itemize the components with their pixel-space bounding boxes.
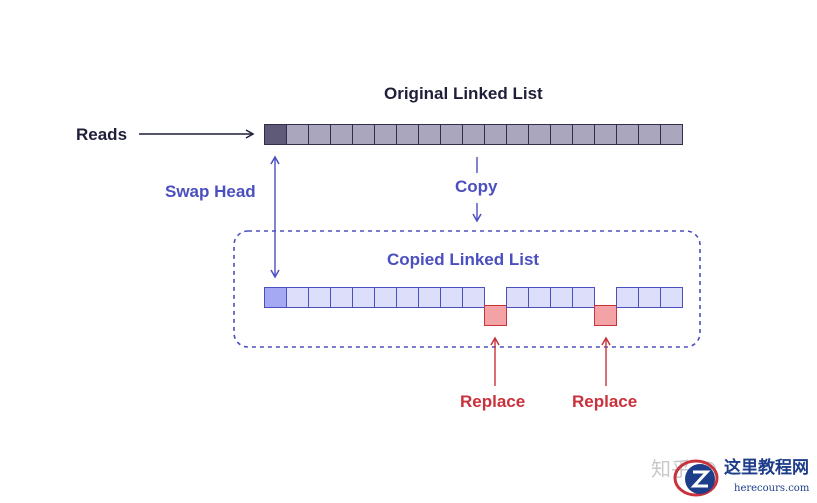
original-node [286,124,309,145]
original-list-title: Original Linked List [384,84,543,103]
copied-node [572,287,595,308]
original-node [418,124,441,145]
replace-label-1: Replace [460,392,526,411]
watermark-logo: 这里教程网 herecours.com [673,457,810,497]
copied-list-container [233,230,701,348]
svg-text:这里教程网: 这里教程网 [724,457,809,478]
replaced-node [484,305,507,326]
original-node [572,124,595,145]
replace-label-2: Replace [572,392,638,411]
original-node [440,124,463,145]
copied-node [550,287,573,308]
original-node [352,124,375,145]
original-node [396,124,419,145]
copied-node [286,287,309,308]
swap-head-label: Swap Head [165,182,256,201]
original-head-node [264,124,287,145]
copied-node [528,287,551,308]
svg-text:herecours.com: herecours.com [734,483,810,494]
reads-label: Reads [76,125,128,144]
copied-node [660,287,683,308]
original-node [616,124,639,145]
copied-node [308,287,331,308]
original-node [330,124,353,145]
copied-node [352,287,375,308]
copied-node [374,287,397,308]
copied-node [462,287,485,308]
copied-head-node [264,287,287,308]
copied-node [616,287,639,308]
replaced-node [594,305,617,326]
copied-node [506,287,529,308]
copied-node [330,287,353,308]
original-node [374,124,397,145]
original-node [484,124,507,145]
copied-list-title: Copied Linked List [387,250,540,269]
copy-label: Copy [455,177,498,196]
copied-node [418,287,441,308]
copied-node [638,287,661,308]
original-node [462,124,485,145]
original-node [594,124,617,145]
original-node [528,124,551,145]
original-node [550,124,573,145]
original-node [638,124,661,145]
original-node [506,124,529,145]
copied-node [396,287,419,308]
copied-node [440,287,463,308]
original-node [660,124,683,145]
original-node [308,124,331,145]
